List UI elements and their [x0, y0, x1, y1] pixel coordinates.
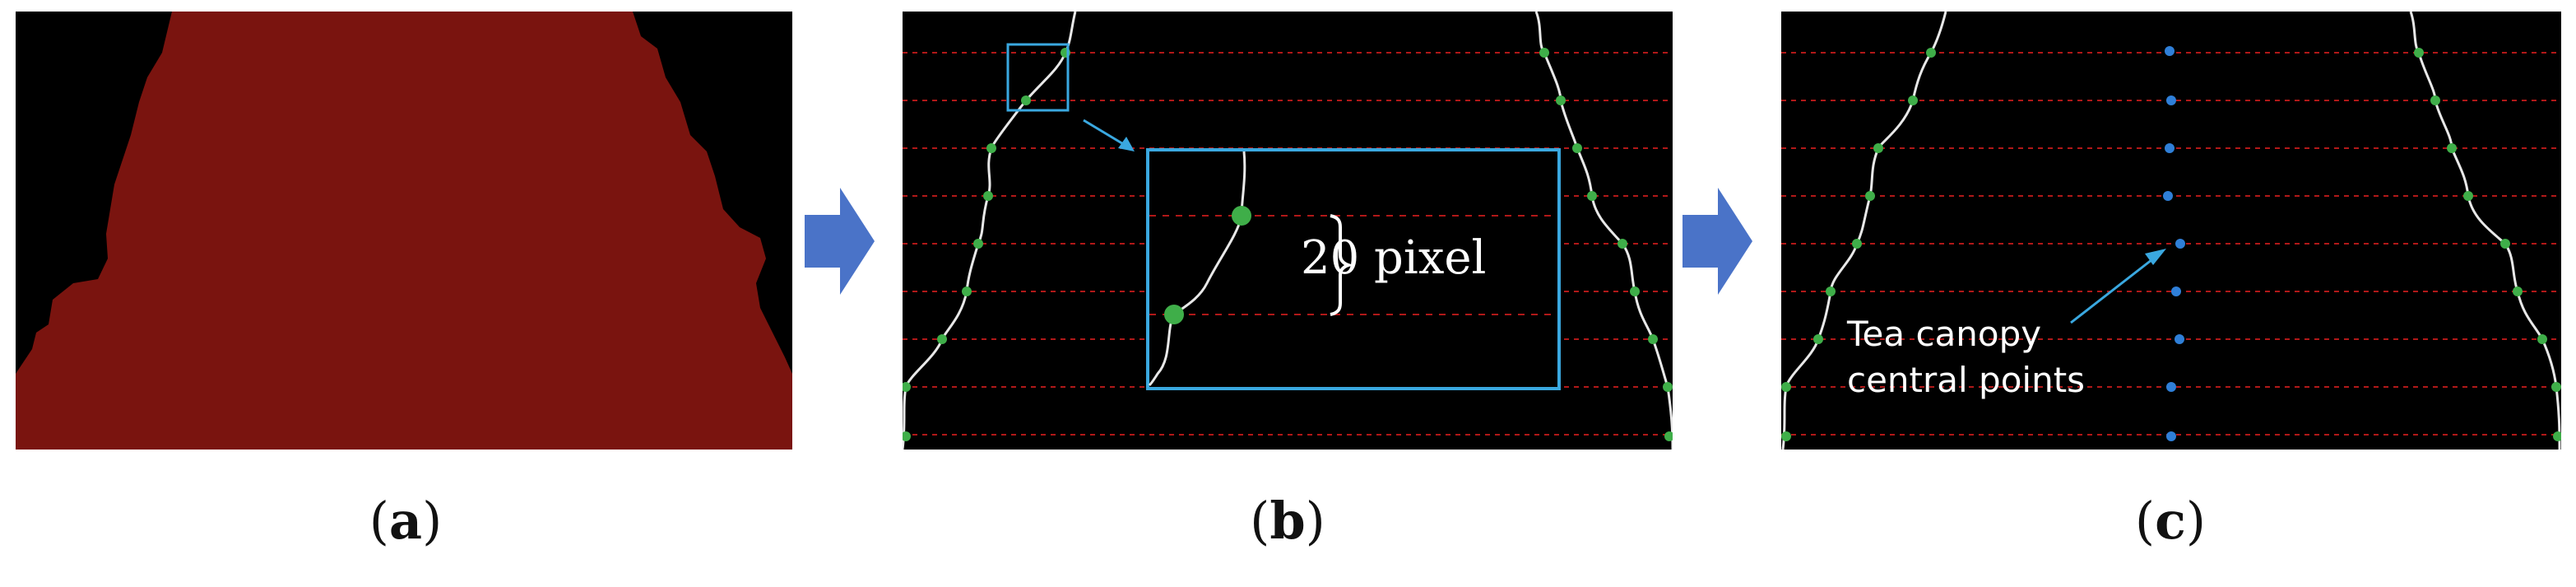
left-edge-curve	[903, 12, 1077, 450]
annotation-arrowhead	[2145, 249, 2166, 265]
zoom-pointer-arrowhead	[1118, 137, 1135, 151]
zoom-pointer-arrow	[1083, 119, 1126, 147]
right-edge-curve	[2409, 12, 2561, 450]
central-points-graphic	[1781, 12, 2561, 450]
panel-b-edge-points	[903, 12, 1673, 450]
zoom-inset	[1146, 148, 1561, 390]
caption-a: (a)	[369, 491, 443, 551]
edge-extraction-graphic	[903, 12, 1673, 450]
annotation-line-1: Tea canopy	[1847, 314, 2042, 354]
zoom-source-box	[1006, 43, 1070, 112]
left-edge-points	[903, 48, 1070, 441]
scale-label: 20 pixel	[1301, 231, 1487, 285]
caption-b: (b)	[1250, 491, 1325, 551]
right-edge-curve	[1534, 12, 1673, 450]
left-edge-points	[1781, 48, 1936, 441]
annotation-line-2: central points	[1847, 360, 2086, 400]
right-edge-points	[1539, 48, 1673, 441]
caption-c: (c)	[2134, 491, 2207, 551]
canopy-central-points	[2163, 46, 2185, 441]
central-points-annotation: Tea canopy central points	[1847, 311, 2085, 403]
left-edge-curve	[1781, 12, 1947, 450]
canopy-mask-shape	[16, 12, 792, 450]
canopy-mask-graphic	[16, 12, 792, 450]
flow-arrow-right	[1683, 188, 1752, 295]
annotation-arrow	[2070, 255, 2156, 324]
right-edge-points	[2414, 48, 2561, 441]
flow-arrow-right	[805, 188, 875, 295]
panel-c-central-points	[1781, 12, 2561, 450]
panel-a-canopy-mask	[16, 12, 792, 450]
